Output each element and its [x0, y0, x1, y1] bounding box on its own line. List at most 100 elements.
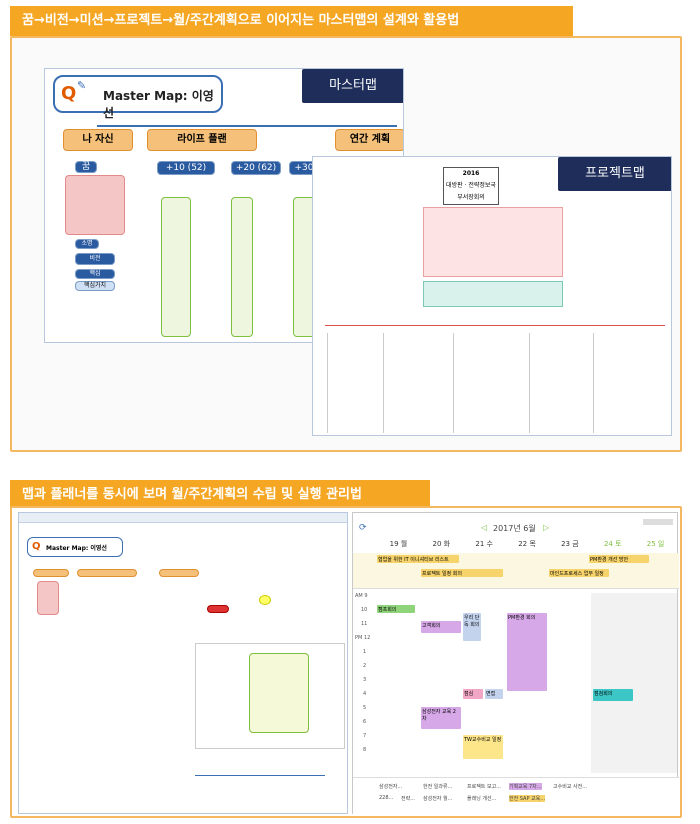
project-pink-area [423, 207, 563, 277]
map-title-box: Q Master Map: 이영선 [27, 537, 123, 557]
map-window: Q Master Map: 이영선 [18, 512, 348, 814]
top-panel: 마스터맵 Q ✎ Master Map: 이영선 나 자신 라이프 플랜 연간 … [10, 36, 682, 452]
map-title: Master Map: 이영선 [46, 545, 107, 552]
planner-days: 19 월 20 화 21 수 22 목 23 금 24 토 25 일 [377, 539, 677, 551]
time-5: 5 [363, 705, 367, 711]
time-2: 2 [363, 663, 367, 669]
time-11: 11 [361, 621, 368, 627]
map-green-block [249, 653, 309, 733]
time-4: 4 [363, 691, 367, 697]
top-banner: 꿈→비전→미션→프로젝트→월/주간계획으로 이어지는 마스터맵의 설계와 활용법 [10, 6, 573, 36]
project-map-tag: 프로젝트맵 [558, 157, 671, 191]
task-9[interactable]: 플래닝 개선... [467, 796, 497, 802]
map-logo-icon: Q [32, 541, 41, 552]
goal-column-2 [231, 197, 253, 337]
time-12: PM 12 [355, 635, 371, 641]
map-window-titlebar [19, 513, 347, 523]
time-axis: AM 9 10 11 PM 12 1 2 3 4 5 6 7 8 [353, 593, 377, 773]
bottom-panel: Q Master Map: 이영선 ⟳ ◁ 2017년 6월 ▷ 19 월 20… [10, 506, 682, 818]
project-col-3 [453, 333, 523, 433]
task-2[interactable]: 한전 일과류... [423, 784, 453, 790]
node-core[interactable]: 핵심 [75, 269, 115, 279]
project-col-1 [327, 333, 377, 433]
project-map-screenshot: 프로젝트맵 2016 대방판 · 전략정보국 부서장회의 [312, 156, 672, 436]
project-title-line-2: 대방판 · 전략정보국 [446, 182, 496, 189]
event-interview[interactable]: 면접 [485, 689, 503, 699]
planner-month: 2017년 6월 [493, 524, 536, 533]
day-22[interactable]: 22 목 [518, 540, 536, 548]
day-24[interactable]: 24 토 [603, 540, 622, 548]
window-controls[interactable] [643, 519, 673, 525]
task-10[interactable]: 한전 SAP 교육... [509, 795, 546, 802]
prev-month-icon[interactable]: ◁ [481, 523, 488, 532]
map-bottom-line [195, 775, 325, 776]
map-node-1[interactable] [33, 569, 69, 577]
day-23[interactable]: 23 금 [561, 540, 579, 548]
master-map-title: Master Map: 이영선 [103, 89, 214, 120]
time-8: 8 [363, 747, 367, 753]
event-team[interactable]: 우리 단독 회의 [463, 613, 481, 641]
node-life-plan[interactable]: 라이프 플랜 [147, 129, 257, 151]
event-check[interactable]: 점검회의 [593, 689, 633, 701]
goal-column-1 [161, 197, 191, 337]
task-1[interactable]: 삼성전자... [379, 784, 403, 790]
map-node-2[interactable] [77, 569, 137, 577]
event-pm[interactable]: PM환경 회의 [507, 613, 547, 691]
map-node-3[interactable] [159, 569, 199, 577]
node-dream[interactable]: 꿈 [75, 161, 97, 173]
project-title-line-1: 2016 [462, 170, 480, 177]
time-1: 1 [363, 649, 367, 655]
time-7: 7 [363, 733, 367, 739]
day-20[interactable]: 20 화 [432, 540, 451, 548]
project-col-2 [383, 333, 443, 433]
allday-event-2[interactable]: 프로젝트 일정 회의 [421, 569, 503, 577]
day-19[interactable]: 19 월 [389, 540, 408, 548]
task-3[interactable]: 프로젝트 보고... [467, 784, 501, 790]
task-5[interactable]: 고수비교 사전... [553, 784, 587, 790]
next-month-icon[interactable]: ▷ [543, 523, 550, 532]
weekend-shading [591, 593, 677, 773]
event-camp[interactable]: 캠프회의 [377, 605, 415, 613]
event-training[interactable]: 삼성전자 교육 2차 [421, 707, 461, 729]
day-21[interactable]: 21 수 [475, 540, 493, 548]
event-lunch[interactable]: 점심 [463, 689, 483, 699]
node-vision[interactable]: 비전 [75, 253, 115, 265]
node-plus30[interactable]: +30 [289, 161, 319, 175]
master-map-tag: 마스터맵 [302, 69, 403, 103]
time-3: 3 [363, 677, 367, 683]
node-yearly-plan[interactable]: 연간 계획 [335, 129, 403, 151]
master-map-title-box: Q ✎ Master Map: 이영선 [53, 75, 223, 120]
node-plus10[interactable]: +10 (52) [157, 161, 215, 175]
connector-line [97, 125, 397, 127]
map-red-node[interactable] [207, 605, 229, 613]
map-pink-block [37, 581, 59, 615]
time-10: 10 [361, 607, 368, 613]
task-4[interactable]: 기획교육 7차... [509, 783, 542, 790]
planner-window: ⟳ ◁ 2017년 6월 ▷ 19 월 20 화 21 수 22 목 23 금 … [352, 512, 679, 815]
allday-event-4[interactable]: 마인드프로세스 업무 일정 [549, 569, 609, 577]
project-timeline [325, 325, 665, 326]
time-9: AM 9 [355, 593, 368, 599]
map-yellow-node[interactable] [259, 595, 271, 605]
bottom-banner: 맵과 플래너를 동시에 보며 월/주간계획의 수립 및 실행 관리법 [10, 480, 430, 510]
day-25[interactable]: 25 일 [646, 540, 665, 548]
node-plus20[interactable]: +20 (62) [231, 161, 281, 175]
project-title-box: 2016 대방판 · 전략정보국 부서장회의 [443, 167, 499, 205]
task-6[interactable]: 228... [379, 795, 394, 801]
project-title-line-3: 부서장회의 [457, 194, 485, 201]
node-calling[interactable]: 소명 [75, 239, 99, 249]
node-self[interactable]: 나 자신 [63, 129, 133, 151]
allday-event-3[interactable]: PM환경 개선 방안 [589, 555, 649, 563]
event-customer[interactable]: 고객회의 [421, 621, 461, 633]
task-7[interactable]: 전략... [401, 796, 415, 802]
project-teal-area [423, 281, 563, 307]
time-6: 6 [363, 719, 367, 725]
project-col-5 [593, 333, 663, 433]
allday-event-1[interactable]: 협업을 위한 IT 이니셔티브 리스트 [377, 555, 459, 563]
event-tw[interactable]: TW교수비교 일정 [463, 735, 503, 759]
dream-list [65, 175, 125, 235]
refresh-icon[interactable]: ⟳ [359, 523, 367, 533]
task-8[interactable]: 삼성전자 월... [423, 796, 453, 802]
node-core-values[interactable]: 핵심가치 [75, 281, 115, 291]
qe-logo-icon: Q [61, 83, 77, 104]
